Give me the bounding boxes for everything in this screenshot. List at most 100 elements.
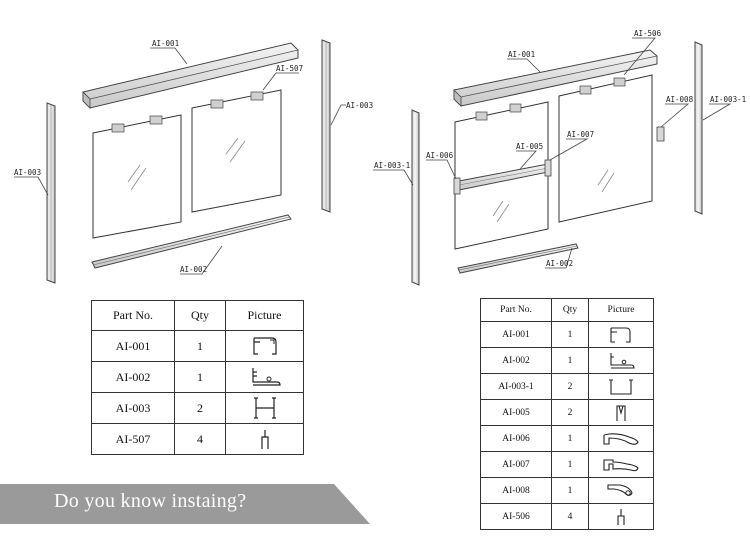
part-no-cell: AI-005 (480, 399, 552, 426)
qty-cell: 4 (174, 423, 226, 455)
picture-cell (225, 423, 304, 455)
interlock-bar-ai-005 (453, 159, 552, 195)
part-no-cell: AI-001 (480, 321, 552, 348)
roller-ai-506 (509, 103, 522, 113)
callout-ai-006: AI-006 (426, 151, 454, 160)
table-row: AI-007 1 (480, 451, 654, 478)
qty-cell: 1 (551, 477, 589, 504)
handle-ai-007 (544, 159, 552, 177)
callout-ai-001-right: AI-001 (508, 50, 535, 59)
picture-cell (588, 425, 654, 452)
picture-cell (225, 392, 304, 424)
profile-ai-005-icon (616, 404, 626, 421)
callout-ai-003-right: AI-003 (346, 101, 373, 110)
picture-cell (588, 321, 654, 348)
table-row: AI-001 1 (91, 330, 304, 362)
qty-cell: 1 (551, 347, 589, 374)
picture-cell (588, 347, 654, 374)
qty-cell: 2 (551, 373, 589, 400)
qty-cell: 2 (174, 392, 226, 424)
profile-ai-002-icon (251, 368, 281, 386)
callout-ai-507: AI-507 (276, 64, 303, 73)
table-row: AI-002 1 (480, 347, 654, 374)
right-post-ai-003 (321, 39, 331, 213)
callout-ai-003-left: AI-003 (14, 168, 41, 177)
roller-ai-506 (579, 85, 592, 95)
left-post-ai-003-1 (411, 109, 420, 286)
part-no-cell: AI-007 (480, 451, 552, 478)
callout-ai-002-right: AI-002 (546, 259, 573, 268)
parts-table-right: Part No. Qty Picture AI-001 1 AI-002 1 A… (480, 298, 654, 530)
callout-ai-506: AI-506 (634, 29, 662, 38)
stopper-ai-008 (656, 126, 665, 142)
qty-cell: 1 (551, 321, 589, 348)
table-header-row: Part No. Qty Picture (480, 298, 654, 322)
right-post-ai-003-1 (694, 41, 703, 215)
glass-panel-right (191, 89, 282, 213)
roller-ai-507 (111, 123, 125, 133)
roller-ai-507 (210, 99, 224, 109)
part-no-cell: AI-003-1 (480, 373, 552, 400)
table-row: AI-003 2 (91, 392, 304, 424)
profile-ai-001-icon (252, 337, 277, 355)
glass-panel-left (92, 114, 182, 239)
table-row: AI-002 1 (91, 361, 304, 393)
table-row: AI-001 1 (480, 321, 654, 348)
callout-ai-003-1-left: AI-003-1 (374, 161, 410, 170)
profile-ai-006-icon (603, 432, 639, 445)
header-qty: Qty (174, 300, 226, 331)
picture-cell (588, 503, 654, 530)
part-no-cell: AI-001 (91, 330, 175, 362)
profile-ai-003-1-icon (609, 378, 633, 395)
roller-ai-507 (149, 115, 163, 125)
callout-ai-007: AI-007 (567, 130, 594, 139)
callout-ai-003-1-right: AI-003-1 (710, 95, 746, 104)
qty-cell: 4 (551, 503, 589, 530)
handle-ai-006 (453, 177, 461, 195)
part-no-cell: AI-506 (480, 503, 552, 530)
header-picture: Picture (225, 300, 304, 331)
header-qty: Qty (551, 298, 589, 322)
part-no-cell: AI-008 (480, 477, 552, 504)
qty-cell: 1 (174, 361, 226, 393)
profile-ai-008-icon (607, 483, 633, 496)
glass-panel-right-2 (558, 74, 653, 223)
table-row: AI-003-1 2 (480, 373, 654, 400)
left-exploded-diagram: AI-001 AI-507 AI-003 AI-003 AI-002 (14, 39, 373, 284)
callout-ai-005: AI-005 (516, 142, 543, 151)
picture-cell (225, 330, 304, 362)
picture-cell (588, 399, 654, 426)
parts-table-left: Part No. Qty Picture AI-001 1 AI-002 1 A… (91, 300, 304, 455)
profile-ai-002-icon (610, 352, 635, 369)
part-no-cell: AI-507 (91, 423, 175, 455)
qty-cell: 1 (551, 451, 589, 478)
header-picture: Picture (588, 298, 654, 322)
part-no-cell: AI-003 (91, 392, 175, 424)
banner-background (0, 484, 370, 524)
callout-ai-008: AI-008 (666, 95, 694, 104)
profile-ai-506-icon (617, 508, 625, 525)
header-part-no: Part No. (480, 298, 552, 322)
left-post-ai-003 (46, 102, 56, 284)
top-rail-ai-001 (82, 42, 299, 109)
table-row: AI-507 4 (91, 423, 304, 455)
profile-ai-003-icon (253, 397, 276, 419)
table-row: AI-006 1 (480, 425, 654, 452)
profile-ai-001-icon (610, 326, 631, 343)
qty-cell: 1 (174, 330, 226, 362)
header-part-no: Part No. (91, 300, 175, 331)
table-row: AI-506 4 (480, 503, 654, 530)
table-row: AI-008 1 (480, 477, 654, 504)
qty-cell: 1 (551, 425, 589, 452)
bottom-track-ai-002 (91, 214, 292, 269)
picture-cell (588, 373, 654, 400)
roller-ai-506 (475, 111, 488, 121)
part-no-cell: AI-006 (480, 425, 552, 452)
profile-ai-007-icon (603, 458, 639, 471)
callout-ai-001: AI-001 (152, 39, 179, 48)
right-exploded-diagram: AI-001 AI-506 AI-008 AI-003-1 AI-003-1 A… (373, 29, 746, 286)
bottom-track-ai-002-right (457, 243, 579, 274)
table-row: AI-005 2 (480, 399, 654, 426)
picture-cell (588, 477, 654, 504)
